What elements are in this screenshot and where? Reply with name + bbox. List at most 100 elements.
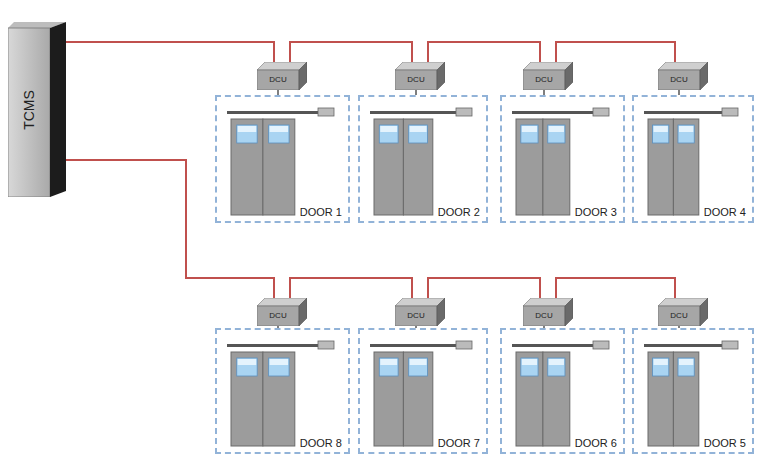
dcu-top (257, 62, 307, 70)
window-glare (679, 359, 693, 365)
door-window (269, 358, 289, 376)
cabinet-shape (8, 22, 66, 197)
door-window (269, 125, 289, 143)
window-glare (238, 126, 256, 132)
window-glare (410, 359, 427, 365)
control-cabinet: TCMS (8, 22, 66, 197)
dcu-label: DCU (523, 307, 565, 325)
door-rail (644, 111, 724, 114)
door-label: DOOR 8 (300, 437, 342, 449)
door-window (379, 125, 398, 143)
door-leaf (648, 352, 673, 446)
door-motor (593, 341, 609, 349)
dcu-side (437, 298, 445, 326)
dcu-side (565, 62, 573, 90)
dcu-front (395, 306, 437, 326)
door-label: DOOR 2 (438, 206, 480, 218)
network-cable (428, 42, 540, 62)
door-motor (593, 108, 609, 116)
door-illustration (217, 97, 348, 221)
door-window (521, 125, 538, 143)
door-rail (512, 344, 595, 347)
window-glare (549, 359, 564, 365)
door-illustration (634, 330, 752, 452)
door-motor (318, 108, 334, 116)
dcu-side (565, 298, 573, 326)
dcu-top (395, 298, 445, 306)
dcu-front (658, 306, 700, 326)
door-motor (456, 108, 472, 116)
door-illustration (502, 330, 623, 452)
window-glare (270, 359, 288, 365)
dcu-side (700, 62, 708, 90)
cabinet-front (8, 28, 50, 197)
door-unit: DOOR 6 (500, 328, 625, 454)
dcu-side (299, 298, 307, 326)
door-unit: DOOR 3 (500, 95, 625, 223)
door-label: DOOR 6 (575, 437, 617, 449)
door-rail (512, 111, 595, 114)
window-glare (522, 126, 537, 132)
dcu-box: DCU (257, 62, 307, 90)
door-rail (644, 344, 724, 347)
door-leaf (648, 119, 673, 215)
door-leaf (374, 352, 403, 446)
door-window (379, 358, 398, 376)
dcu-front (523, 306, 565, 326)
door-leaf (263, 352, 295, 446)
door-leaf (231, 352, 263, 446)
dcu-top (658, 62, 708, 70)
dcu-label: DCU (257, 71, 299, 89)
dcu-box: DCU (523, 62, 573, 90)
door-motor (722, 341, 738, 349)
door-unit: DOOR 7 (358, 328, 488, 454)
door-leaf (543, 352, 570, 446)
dcu-top (257, 298, 307, 306)
door-leaf (516, 352, 543, 446)
door-label: DOOR 3 (575, 206, 617, 218)
door-window (678, 358, 694, 376)
door-leaf (403, 352, 432, 446)
window-glare (679, 126, 693, 132)
cabinet-side (50, 22, 66, 197)
door-label: DOOR 5 (704, 437, 746, 449)
dcu-label: DCU (658, 71, 700, 89)
door-illustration (360, 330, 486, 452)
network-cable (290, 278, 412, 298)
door-window (237, 125, 257, 143)
door-leaf (263, 119, 295, 215)
door-motor (318, 341, 334, 349)
dcu-side (437, 62, 445, 90)
door-label: DOOR 7 (438, 437, 480, 449)
dcu-front (257, 70, 299, 90)
door-leaf (231, 119, 263, 215)
network-cable (290, 42, 412, 62)
window-glare (238, 359, 256, 365)
door-rail (370, 111, 458, 114)
door-window (653, 358, 669, 376)
tcms-label: TCMS (21, 90, 37, 130)
door-unit: DOOR 4 (632, 95, 754, 223)
door-illustration (502, 97, 623, 221)
door-unit: DOOR 1 (215, 95, 350, 223)
dcu-top (395, 62, 445, 70)
network-cable (428, 278, 540, 298)
door-rail (227, 344, 320, 347)
door-leaf (543, 119, 570, 215)
door-unit: DOOR 8 (215, 328, 350, 454)
door-leaf (403, 119, 432, 215)
window-glare (522, 359, 537, 365)
dcu-front (395, 70, 437, 90)
door-illustration (360, 97, 486, 221)
door-leaf (516, 119, 543, 215)
dcu-label: DCU (523, 71, 565, 89)
door-leaf (673, 352, 698, 446)
door-label: DOOR 1 (300, 206, 342, 218)
dcu-front (257, 306, 299, 326)
door-window (521, 358, 538, 376)
dcu-top (658, 298, 708, 306)
dcu-box: DCU (658, 62, 708, 90)
window-glare (380, 359, 397, 365)
door-unit: DOOR 5 (632, 328, 754, 454)
door-window (409, 125, 428, 143)
